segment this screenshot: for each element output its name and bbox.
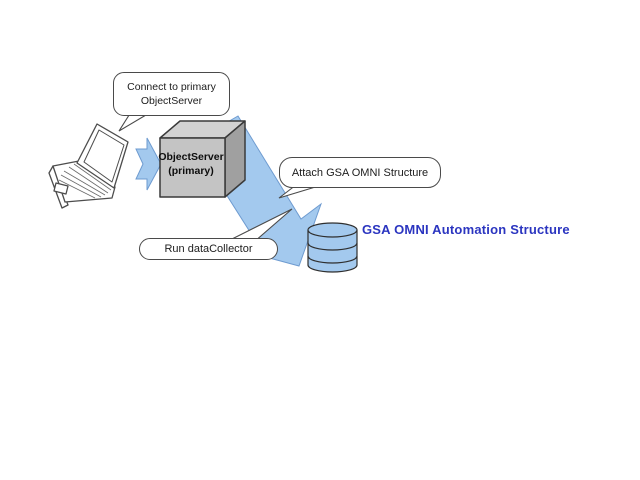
run-callout-text: Run dataCollector bbox=[164, 243, 253, 255]
database-title: GSA OMNI Automation Structure bbox=[362, 222, 570, 237]
server-cube-label: ObjectServer (primary) bbox=[156, 150, 226, 178]
connect-callout-line2: ObjectServer bbox=[140, 95, 203, 107]
block-arrow-right-icon bbox=[135, 137, 162, 191]
cube-icon bbox=[159, 120, 246, 198]
server-cube-label-line2: (primary) bbox=[168, 165, 214, 177]
server-cube-label-line1: ObjectServer bbox=[158, 151, 224, 163]
database-cylinder-icon bbox=[307, 222, 358, 273]
attach-callout: Attach GSA OMNI Structure bbox=[279, 157, 441, 188]
attach-callout-text: Attach GSA OMNI Structure bbox=[291, 166, 429, 179]
run-callout: Run dataCollector bbox=[139, 238, 278, 260]
connect-callout: Connect to primary ObjectServer bbox=[113, 72, 230, 116]
laptop-icon bbox=[48, 123, 129, 209]
connect-callout-line1: Connect to primary bbox=[127, 80, 216, 93]
